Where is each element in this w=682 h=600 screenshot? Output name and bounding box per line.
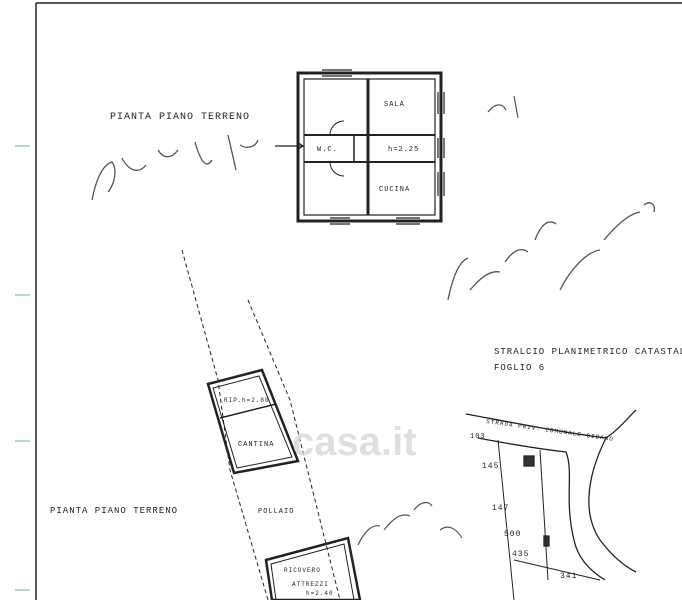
cadastral-title: STRALCIO PLANIMETRICO CATASTALE	[494, 347, 682, 357]
room-ricovero-label: RICOVERO	[284, 567, 321, 574]
handwritten-mark-4	[357, 501, 463, 546]
road-edge-upper	[465, 409, 637, 439]
parcel-500: 500	[504, 530, 521, 539]
room-cucina-label: CUCINA	[379, 186, 410, 194]
room-rip-height-label: h=2.80	[242, 397, 270, 404]
margin-ticks	[15, 145, 30, 591]
house-outer-wall	[296, 71, 443, 223]
handwritten-mark-2	[487, 95, 519, 119]
building-marker-small	[543, 535, 550, 547]
room-rip-label: RIP.	[224, 397, 242, 404]
property-boundary-left	[181, 249, 269, 600]
road-edge-lower	[477, 437, 606, 581]
room-wc-label: W.C.	[317, 146, 338, 154]
room-sala-label: SALA	[384, 101, 405, 109]
property-boundary-right	[247, 299, 341, 600]
ricovero-building-wall	[264, 536, 362, 600]
room-height-label: h=2.25	[388, 146, 419, 154]
handwritten-mark-1	[91, 134, 259, 201]
room-ricovero-height-label: h=2.40	[306, 590, 334, 597]
bottom-plan-title: PIANTA PIANO TERRENO	[50, 506, 178, 516]
outbuilding-plan	[181, 249, 362, 600]
room-pollaio-label: POLLAIO	[258, 508, 294, 516]
handwritten-mark-3	[447, 202, 656, 301]
parcel-147: 147	[492, 504, 509, 513]
road-label: STRADA PRIV. COMUNALE-CIDANO	[486, 418, 615, 443]
parcel-341: 341	[560, 572, 577, 581]
parcel-103: 103	[470, 433, 486, 441]
room-cantina-label: CANTINA	[238, 441, 274, 449]
house-plan	[275, 69, 445, 225]
road-edge-right	[588, 437, 637, 573]
cadastral-map	[465, 409, 637, 600]
room-attrezzi-label: ATTREZZI	[292, 581, 329, 588]
top-plan-title: PIANTA PIANO TERRENO	[110, 112, 250, 123]
building-marker	[523, 455, 535, 467]
cantina-building-wall	[206, 368, 300, 475]
parcel-435: 435	[512, 550, 529, 559]
cadastral-sheet-label: FOGLIO 6	[494, 363, 545, 373]
parcel-145: 145	[482, 462, 499, 471]
entrance-arrow	[275, 141, 305, 151]
